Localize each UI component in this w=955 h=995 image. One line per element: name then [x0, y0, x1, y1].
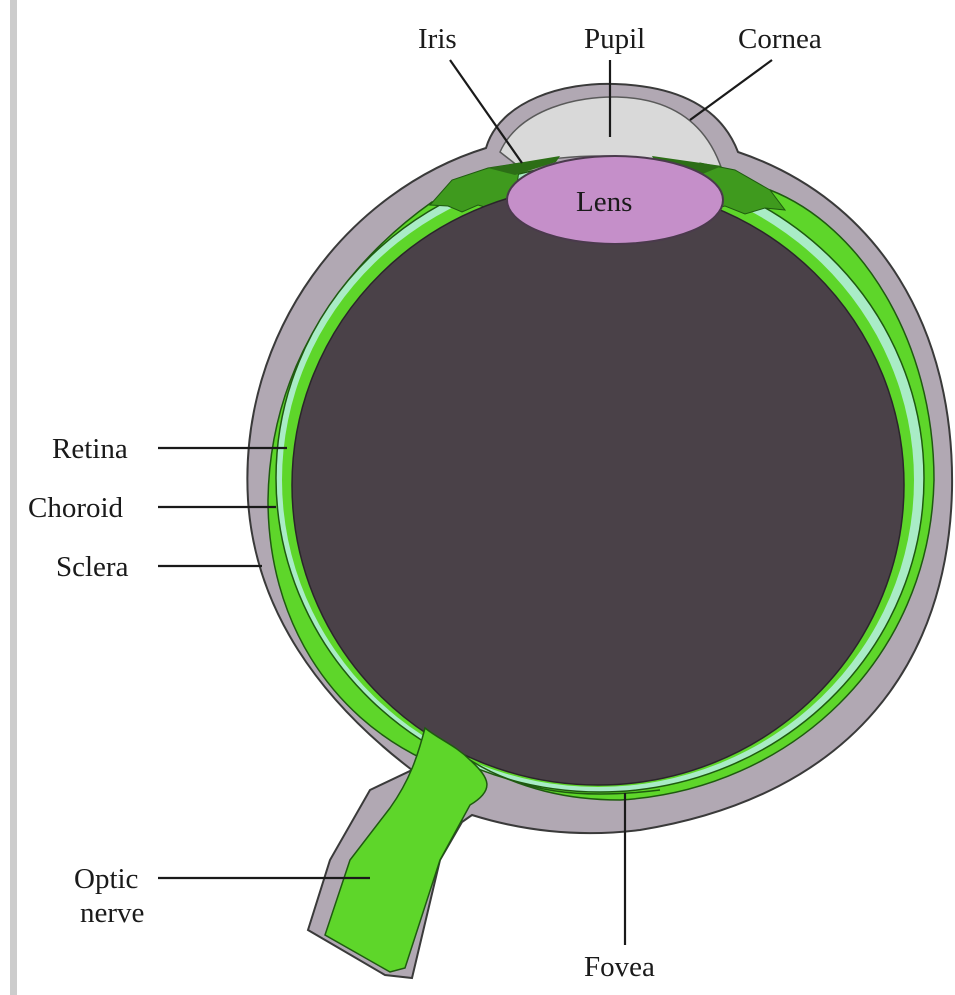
label-sclera: Sclera [56, 551, 129, 583]
label-pupil: Pupil [584, 23, 645, 55]
label-choroid: Choroid [28, 492, 124, 524]
left-border-bar [10, 0, 17, 995]
label-retina: Retina [52, 433, 128, 465]
cornea-leader [690, 60, 772, 120]
label-fovea: Fovea [584, 951, 655, 983]
label-optic-nerve-line2: nerve [80, 897, 144, 929]
label-lens: Lens [576, 186, 632, 218]
label-optic-nerve-line1: Optic [74, 863, 138, 895]
label-iris: Iris [418, 23, 457, 55]
vitreous-body [292, 185, 904, 785]
label-cornea: Cornea [738, 23, 822, 55]
